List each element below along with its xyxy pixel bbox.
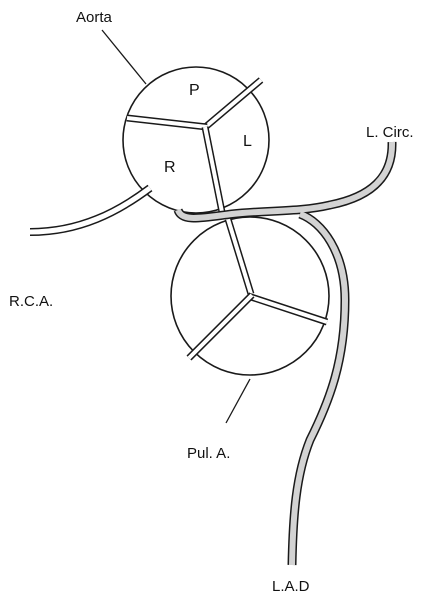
aorta-label: Aorta <box>76 9 113 26</box>
rca-label: R.C.A. <box>9 293 53 310</box>
l-circ-label: L. Circ. <box>366 124 414 141</box>
pul-a-label: Pul. A. <box>187 445 230 462</box>
cusp-label-l: L <box>243 133 252 150</box>
lad-label: L.A.D <box>272 578 310 595</box>
pulmonary-valve <box>171 217 329 375</box>
cusp-label-p: P <box>189 82 200 99</box>
cusp-label-r: R <box>164 159 176 176</box>
aorta-leader-line <box>102 30 146 84</box>
pul-a-leader-line <box>226 379 250 423</box>
rca-vessel <box>30 188 150 232</box>
